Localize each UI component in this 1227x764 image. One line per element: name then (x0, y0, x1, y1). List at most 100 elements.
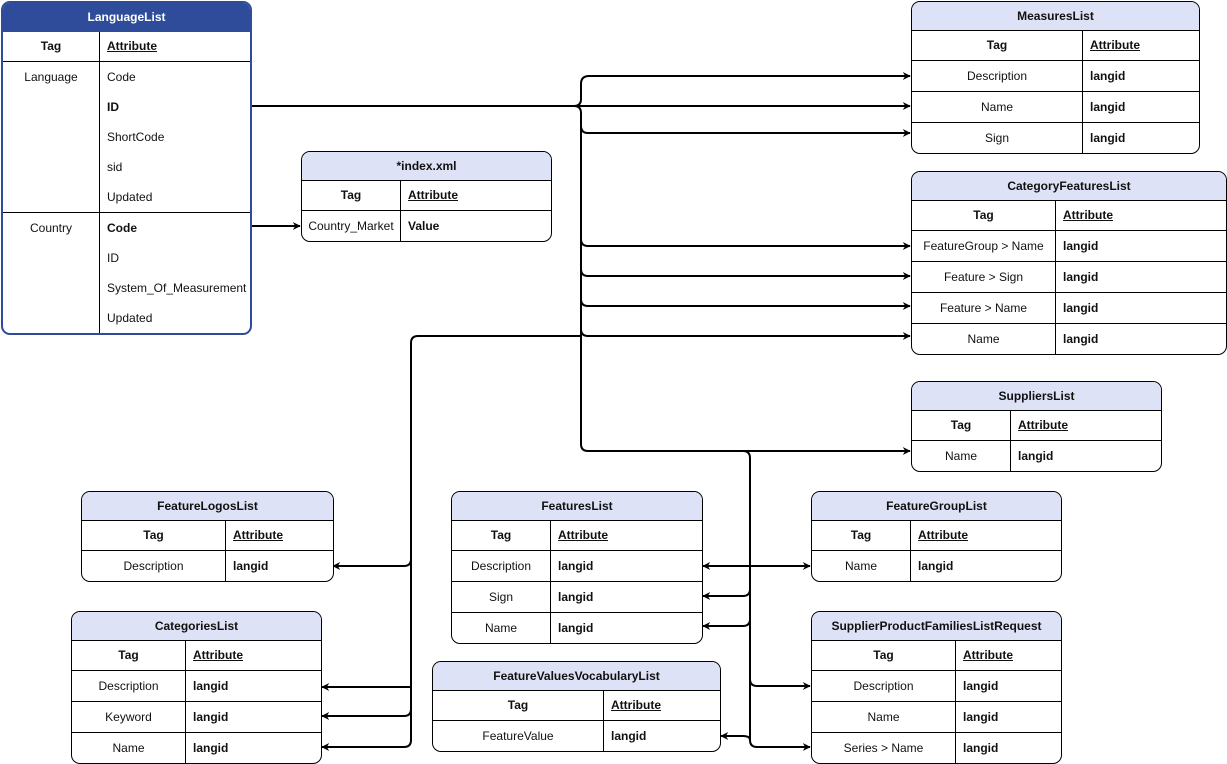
tag-cell: Name (72, 733, 186, 763)
tag-cell: Country_Market (302, 211, 401, 241)
attribute-cell: langid (186, 702, 321, 732)
tag-column-header: Tag (812, 641, 956, 670)
attribute-cell: langid (551, 551, 702, 581)
attribute-cell: langid (551, 613, 702, 643)
attribute-cell: langid (1011, 441, 1161, 471)
attribute-column-header: Attribute (604, 691, 720, 720)
attribute-value: Code (107, 221, 137, 235)
attribute-cell: langid (604, 721, 720, 751)
edge-to-fvv-featurevalue (720, 732, 751, 741)
edge-to-catfeat-featuregroup-name (580, 238, 911, 250)
attribute-value: langid (558, 559, 594, 573)
attribute-value: langid (558, 621, 594, 635)
attribute-value: langid (963, 710, 999, 724)
attribute-value: ID (107, 100, 119, 114)
attribute-value: langid (1090, 131, 1126, 145)
tag-cell: Description (82, 551, 226, 581)
table-header-row: Tag Attribute (82, 521, 333, 551)
table-title: FeaturesList (452, 492, 702, 521)
attribute-cell: langid (1056, 324, 1226, 354)
edge-to-measures-description (573, 72, 911, 107)
attribute-value: langid (193, 741, 229, 755)
attribute-cell: langid (551, 582, 702, 612)
attribute-value: langid (1063, 332, 1099, 346)
tag-cell: Name (812, 702, 956, 732)
edge-to-features-sign (702, 588, 751, 600)
attribute-header-label: Attribute (408, 188, 458, 202)
attribute-value: ID (107, 251, 119, 265)
tag-cell: Keyword (72, 702, 186, 732)
attribute-header-label: Attribute (963, 648, 1013, 662)
attribute-value: langid (918, 559, 954, 573)
tag-column-header: Tag (912, 201, 1056, 230)
edge-to-catfeat-feature-name (580, 298, 911, 310)
edge-to-featurelogos-description (332, 558, 412, 570)
attribute-cell: langid (1056, 231, 1226, 261)
table-title: LanguageList (3, 3, 250, 32)
attribute-cell: Value (401, 211, 551, 241)
table-row: FeatureGroup > Name langid (912, 231, 1226, 262)
attribute-header-label: Attribute (1018, 418, 1068, 432)
tag-cell: Language (3, 62, 100, 212)
attribute-column-header: Attribute (1083, 31, 1199, 60)
table-row: Keyword langid (72, 702, 321, 733)
attribute-cell: langid (226, 551, 333, 581)
tag-cell: Description (812, 671, 956, 701)
attribute-value: Code (107, 70, 136, 84)
attribute-value: sid (107, 160, 123, 174)
attribute-cell: langid (956, 671, 1061, 701)
attribute-column-header: Attribute (401, 181, 551, 210)
tag-cell: Feature > Name (912, 293, 1056, 323)
table-header-row: Tag Attribute (812, 641, 1061, 671)
edge-to-measures-sign (580, 120, 911, 137)
attribute-value: langid (1063, 239, 1099, 253)
attribute-cell: langid (956, 702, 1061, 732)
tag-cell: Name (912, 441, 1011, 471)
attribute-cell: langid (186, 671, 321, 701)
attribute-column-header: Attribute (100, 32, 250, 61)
tag-cell: Name (912, 92, 1083, 122)
attribute-cell: langid (1083, 92, 1199, 122)
tag-column-header: Tag (302, 181, 401, 210)
attribute-column-header: Attribute (911, 521, 1061, 550)
attribute-header-label: Attribute (1090, 38, 1140, 52)
edge-to-features-name (702, 618, 751, 630)
table-header-row: Tag Attribute (302, 181, 551, 211)
tag-cell: FeatureGroup > Name (912, 231, 1056, 261)
attribute-header-label: Attribute (233, 528, 283, 542)
attribute-cell: langid (186, 733, 321, 763)
tag-cell: Sign (452, 582, 551, 612)
table-title: SuppliersList (912, 382, 1161, 411)
tag-cell: Country (3, 213, 100, 333)
attribute-cell: langid (911, 551, 1061, 581)
attribute-value: System_Of_Measurement (107, 281, 247, 295)
attribute-cell: langid (1056, 293, 1226, 323)
edge-to-catfeat-feature-sign (580, 268, 911, 280)
attribute-value: langid (193, 710, 229, 724)
tag-column-header: Tag (82, 521, 226, 550)
